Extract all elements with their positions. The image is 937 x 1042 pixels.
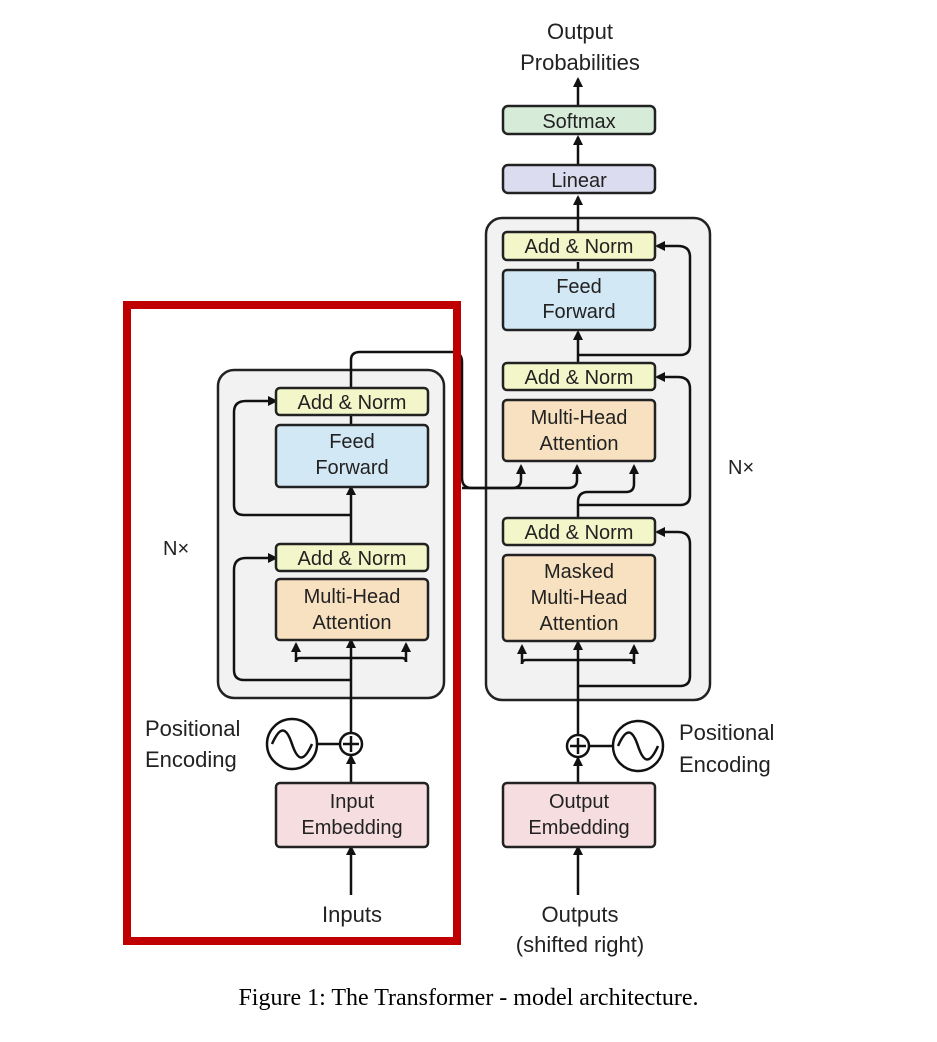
encoder-add-norm-bottom [274,542,430,573]
encoder-attention-line2: Attention [313,612,392,634]
encoder-positional-line2: Encoding [145,747,237,772]
decoder-feed-forward-line2: Forward [542,301,615,323]
decoder-masked-attention [501,553,657,643]
encoder-add-norm-top [274,386,430,417]
decoder-embedding-line2: Embedding [528,817,629,839]
encoder-add-icon-cross [343,736,359,752]
decoder-add-norm-bottom [501,516,657,547]
linear-label: Linear [551,170,607,192]
decoder-outputs-line1: Outputs [541,902,618,927]
encoder-add-norm-bottom-label: Add & Norm [298,548,407,570]
encoder-positional-line1: Positional [145,716,240,741]
decoder-sine-wave-curve [616,731,660,761]
encoder-nx-label: N× [163,538,189,560]
encoder-multi-head-attention [274,577,430,642]
encoder-feed-forward-line1: Feed [329,431,375,453]
decoder-add-norm-top-label: Add & Norm [525,236,634,258]
encoder-inputs-label: Inputs [322,902,382,927]
output-probabilities-line2: Probabilities [520,50,640,75]
encoder-sine-wave-curve [270,729,314,759]
encoder-attention-line1: Multi-Head [304,586,401,608]
decoder-nx-label: N× [728,457,754,479]
decoder-add-norm-mid [501,361,657,392]
decoder-positional-line2: Encoding [679,752,771,777]
linear-block [501,163,657,195]
decoder-attention-line1: Multi-Head [531,407,628,429]
encoder-embedding-line2: Embedding [301,817,402,839]
decoder-output-embedding [501,781,657,849]
decoder-add-norm-top [501,230,657,262]
decoder-feed-forward-line1: Feed [556,276,602,298]
decoder-add-icon-cross [570,738,586,754]
encoder-embedding-line1: Input [330,791,375,813]
encoder-feed-forward [274,423,430,489]
decoder-attention-line2: Attention [540,433,619,455]
output-probabilities-line1: Output [547,19,613,44]
decoder-feed-forward [501,268,657,332]
masked-attention-line3: Attention [540,613,619,635]
encoder-highlight-box [123,301,461,945]
softmax-label: Softmax [542,111,615,133]
decoder-embedding-line1: Output [549,791,609,813]
encoder-add-norm-top-label: Add & Norm [298,392,407,414]
decoder-add-norm-bottom-label: Add & Norm [525,522,634,544]
encoder-feed-forward-line2: Forward [315,457,388,479]
encoder-input-embedding [274,781,430,849]
softmax-block [501,104,657,136]
decoder-multi-head-attention [501,398,657,463]
decoder-positional-line1: Positional [679,720,774,745]
decoder-add-norm-mid-label: Add & Norm [525,367,634,389]
encoder-stack [216,368,446,700]
masked-attention-line2: Multi-Head [531,587,628,609]
decoder-outputs-line2: (shifted right) [516,932,644,957]
masked-attention-line1: Masked [544,561,614,583]
figure-caption: Figure 1: The Transformer - model archit… [238,985,699,1011]
